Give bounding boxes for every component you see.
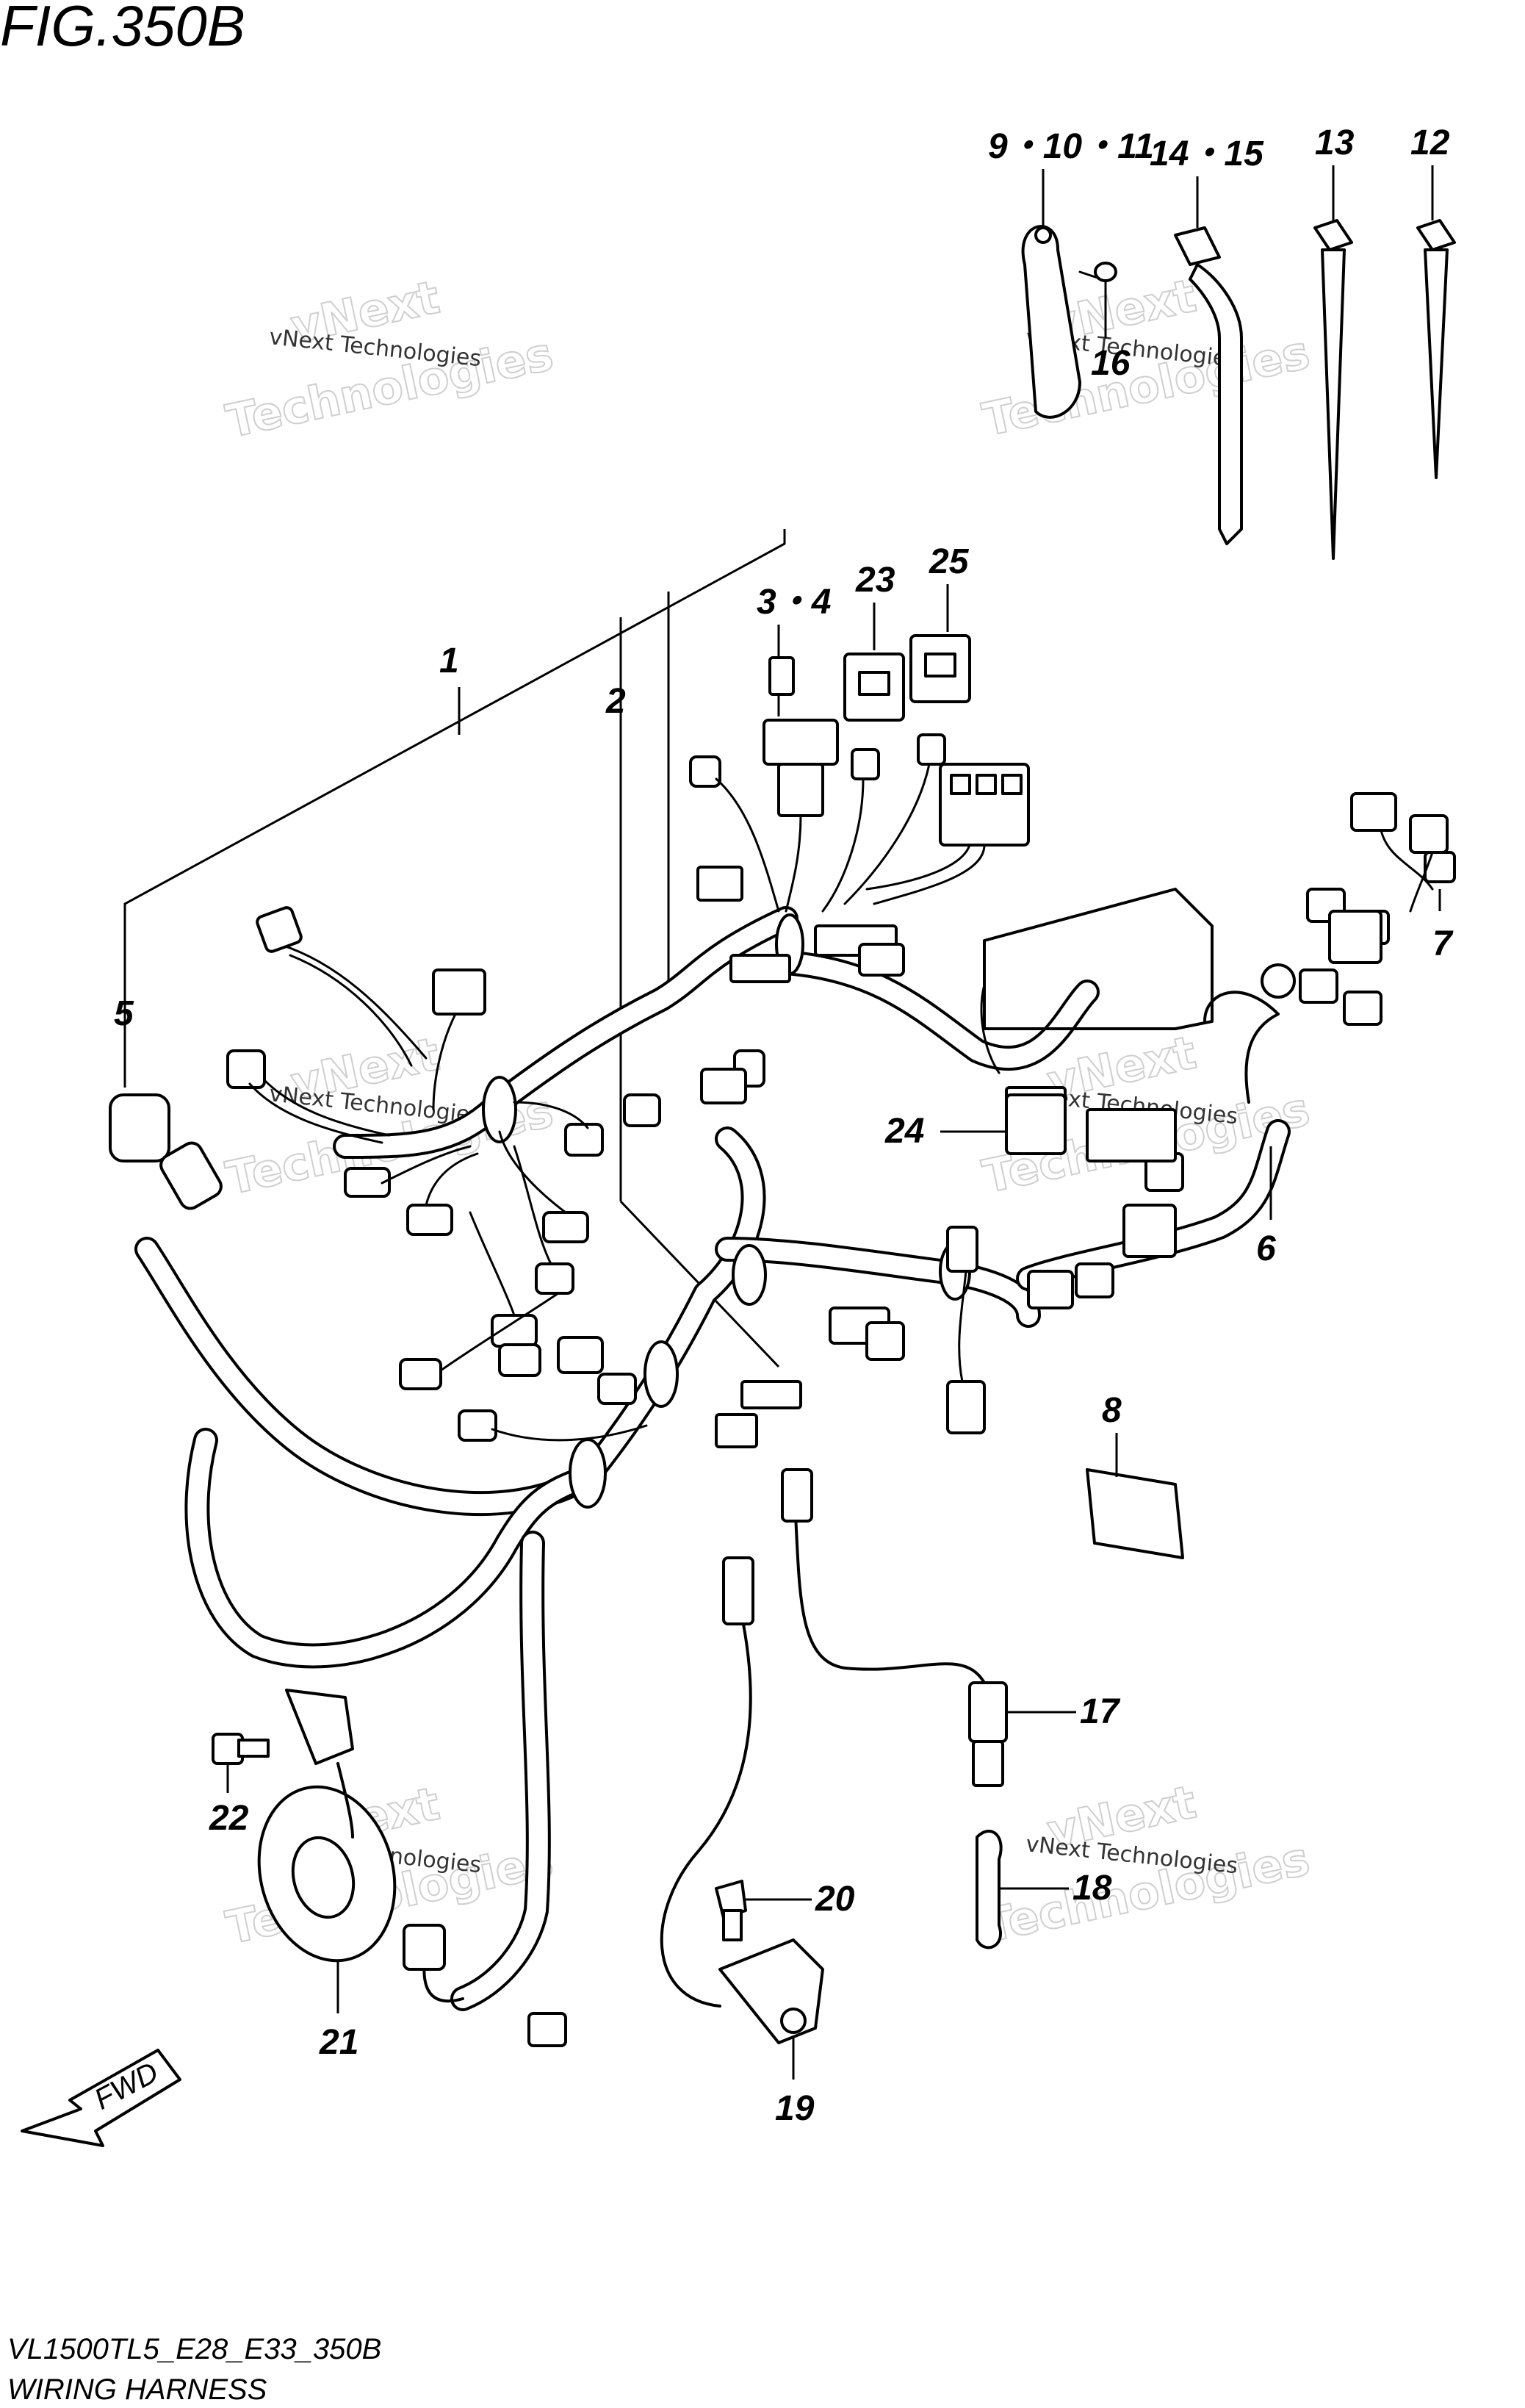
- callout-label: 16: [1091, 344, 1131, 383]
- callout-label: 13: [1315, 123, 1355, 162]
- callout-5: 5: [114, 994, 134, 1088]
- callout-24: 24: [884, 1112, 1006, 1151]
- part-18-spring: [976, 1830, 1003, 1949]
- callout-label: 14・15: [1150, 134, 1264, 173]
- callout-2: 2: [605, 682, 626, 721]
- main-wiring-harness: [134, 906, 1291, 2011]
- callout-19: 19: [775, 2035, 815, 2128]
- callout-label: 25: [929, 542, 970, 581]
- callout-3-4: 3・4: [757, 583, 831, 716]
- callout-label: 18: [1072, 1869, 1112, 1908]
- callout-18: 18: [999, 1869, 1112, 1908]
- callout-label: 22: [209, 1799, 249, 1838]
- callout-20: 20: [746, 1880, 855, 1919]
- callout-23: 23: [855, 561, 895, 650]
- part-7-subharness: [1328, 792, 1456, 964]
- part-3-4-fuse: [768, 656, 795, 696]
- callout-label: 23: [855, 561, 895, 600]
- callout-label: 19: [775, 2089, 815, 2128]
- clamp-and-ties: [1021, 219, 1456, 560]
- callout-label: 9・10・11: [988, 127, 1154, 166]
- part-5-coupler: [109, 1093, 223, 1210]
- callout-17: 17: [1006, 1692, 1121, 1731]
- callout-label: 3・4: [757, 583, 831, 622]
- part-21-horn: [257, 1689, 567, 2047]
- callout-label: 17: [1080, 1692, 1121, 1731]
- callout-13: 13: [1315, 123, 1355, 220]
- figure-title: FIG.350B: [0, 0, 245, 58]
- callout-label: 8: [1102, 1391, 1122, 1430]
- callout-label: 5: [114, 994, 134, 1033]
- callout-1: 1: [439, 641, 461, 709]
- callout-label: 21: [319, 2023, 358, 2062]
- watermark-bottom-right: vNext Technologies vNext Technologies: [977, 1774, 1314, 1954]
- callout-9-11: 9・10・11: [988, 127, 1154, 228]
- callout-label: 7: [1432, 924, 1454, 963]
- callout-label: 20: [815, 1880, 855, 1919]
- callout-14-15: 14・15: [1150, 134, 1264, 228]
- callout-12: 12: [1410, 123, 1450, 220]
- model-code: VL1500TL5_E28_E33_350B: [7, 2333, 381, 2365]
- callout-25: 25: [929, 542, 970, 632]
- callout-7: 7: [1432, 889, 1454, 963]
- callout-label: 12: [1410, 123, 1450, 162]
- callout-8: 8: [1102, 1391, 1122, 1477]
- watermark-top-left: vNext Technologies vNext Technologies: [221, 269, 558, 449]
- callout-22: 22: [209, 1764, 249, 1838]
- part-20-bolt: [715, 1880, 747, 1941]
- callout-16: 16: [1091, 279, 1131, 383]
- callout-label: 2: [605, 682, 626, 721]
- part-23-relay: [843, 653, 905, 722]
- callout-6: 6: [1256, 1146, 1276, 1268]
- callout-label: 1: [439, 641, 459, 680]
- callout-label: 24: [884, 1112, 924, 1151]
- part-24-relay: [1005, 1093, 1067, 1155]
- part-8-label-sheet: [1086, 1468, 1184, 1559]
- part-19-sensor: [660, 1556, 824, 2044]
- fwd-arrow: FWD: [21, 2049, 181, 2147]
- callout-label: 6: [1256, 1229, 1276, 1268]
- callout-21: 21: [319, 1962, 358, 2062]
- section-name: WIRING HARNESS: [7, 2373, 267, 2406]
- part-25-relay: [909, 634, 971, 703]
- part-22-bolt: [212, 1733, 270, 1765]
- part-17-switch: [781, 1468, 1008, 1787]
